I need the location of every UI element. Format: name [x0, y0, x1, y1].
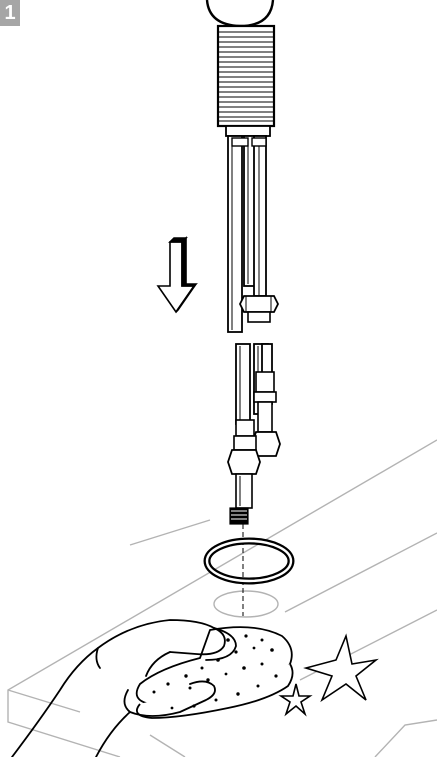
upper-supply-hoses	[227, 135, 280, 333]
countertop-outline	[7, 439, 437, 757]
lower-supply-hoses	[227, 343, 281, 525]
faucet-body	[205, 0, 276, 137]
sparkle-icon	[278, 633, 379, 717]
hand-icon	[11, 619, 237, 757]
o-ring-gasket-icon	[203, 537, 295, 585]
step-number-badge: 1	[0, 0, 20, 26]
sponge-icon	[135, 626, 294, 719]
down-arrow-icon	[156, 236, 198, 314]
